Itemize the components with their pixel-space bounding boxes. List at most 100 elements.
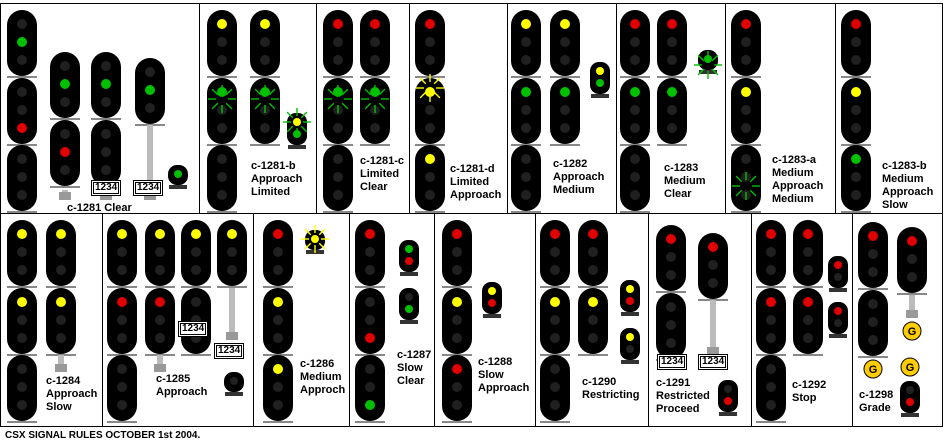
- lamp-o: [425, 172, 435, 182]
- lamp-o: [333, 190, 343, 200]
- lamp-o: [17, 55, 27, 65]
- lamp-o: [521, 123, 531, 133]
- lamp-y: [117, 229, 127, 239]
- lamp-y: [155, 229, 165, 239]
- dwarf-base: [288, 145, 306, 149]
- lamp-r: [667, 19, 677, 29]
- lamp-o: [550, 333, 560, 343]
- dwarf-lamp-o: [626, 345, 634, 353]
- lamp-r: [117, 297, 127, 307]
- grid-v: [409, 3, 410, 214]
- lamp-r: [868, 231, 878, 241]
- lamp-o: [521, 55, 531, 65]
- lamp-o: [851, 105, 861, 115]
- flash-ray: [211, 88, 219, 96]
- lamp-o: [667, 55, 677, 65]
- head-base: [540, 421, 570, 423]
- lamp-o: [273, 382, 283, 392]
- head-base: [793, 354, 823, 356]
- rule-label-c-1290: c-1290 Restricting: [582, 376, 640, 401]
- lamp-o: [425, 55, 435, 65]
- dwarf-head: [590, 62, 610, 94]
- lamp-o: [17, 333, 27, 343]
- dwarf-head: [399, 240, 419, 272]
- flash-ray: [711, 54, 719, 62]
- flash-ray: [254, 88, 262, 96]
- head-base: [511, 211, 541, 213]
- lamp-o: [56, 315, 66, 325]
- dwarf-head: [828, 256, 848, 288]
- grade-letter: G: [869, 364, 878, 376]
- lamp-r: [273, 229, 283, 239]
- dwarf-lamp-r: [488, 299, 496, 307]
- grid-left: [0, 3, 1, 427]
- rule-label-c-1285: c-1285 Approach: [156, 373, 208, 398]
- flash-ray: [433, 77, 441, 85]
- lamp-y: [425, 154, 435, 164]
- rule-label-c-1282: c-1282 Approach Medium: [553, 158, 605, 196]
- lamp-r: [60, 147, 70, 157]
- lamp-o: [630, 105, 640, 115]
- lamp-o: [191, 315, 201, 325]
- lamp-o: [333, 123, 343, 133]
- lamp-r: [803, 229, 813, 239]
- lamp-o: [227, 265, 237, 275]
- lamp-o: [803, 247, 813, 257]
- lamp-o: [333, 55, 343, 65]
- lamp-o: [273, 315, 283, 325]
- lamp-o: [365, 364, 375, 374]
- lamp-o: [117, 400, 127, 410]
- lamp-o: [117, 382, 127, 392]
- flash-ray: [318, 228, 326, 236]
- flash-ray: [364, 102, 372, 110]
- lamp-o: [803, 315, 813, 325]
- lamp-o: [630, 37, 640, 47]
- head-base: [250, 76, 280, 78]
- grid-v: [253, 213, 254, 427]
- flash-ray: [749, 189, 757, 197]
- mast-foot: [59, 192, 71, 200]
- lamp-o: [667, 37, 677, 47]
- rule-label-c-1292: c-1292 Stop: [792, 379, 827, 404]
- lamp-y: [217, 19, 227, 29]
- flash-ray: [268, 102, 276, 110]
- lamp-r: [588, 229, 598, 239]
- lamp-o: [365, 382, 375, 392]
- mast-foot: [707, 347, 719, 355]
- grade-letter: G: [908, 326, 917, 338]
- lamp-r: [365, 229, 375, 239]
- lamp-o: [17, 172, 27, 182]
- lamp-o: [630, 123, 640, 133]
- dwarf-base: [719, 412, 737, 416]
- grade-plate: [902, 321, 922, 341]
- head-base: [578, 286, 608, 288]
- head-base: [415, 211, 445, 213]
- lamp-o: [766, 382, 776, 392]
- grid-v: [616, 3, 617, 214]
- grid-v: [199, 3, 200, 214]
- lamp-r: [550, 229, 560, 239]
- lamp-o: [17, 87, 27, 97]
- mast-foot: [226, 332, 238, 340]
- lamp-y: [273, 364, 283, 374]
- head-base: [250, 144, 280, 146]
- lamp-o: [17, 364, 27, 374]
- grid-v: [648, 213, 649, 427]
- dwarf-lamp-y: [596, 67, 604, 75]
- lamp-o: [851, 190, 861, 200]
- flash-ray: [419, 91, 427, 99]
- lamp-o: [370, 123, 380, 133]
- lamp-o: [708, 260, 718, 270]
- grid-top: [0, 3, 943, 4]
- lamp-o: [667, 123, 677, 133]
- head-base: [841, 211, 871, 213]
- lamp-r: [666, 234, 676, 244]
- grid-mid: [0, 213, 943, 214]
- lamp-o: [666, 270, 676, 280]
- lamp-o: [17, 315, 27, 325]
- lamp-o: [60, 165, 70, 175]
- dwarf-lamp-g: [596, 79, 604, 87]
- dwarf-lamp-r: [724, 397, 732, 405]
- lamp-o: [550, 364, 560, 374]
- flash-ray: [286, 125, 294, 133]
